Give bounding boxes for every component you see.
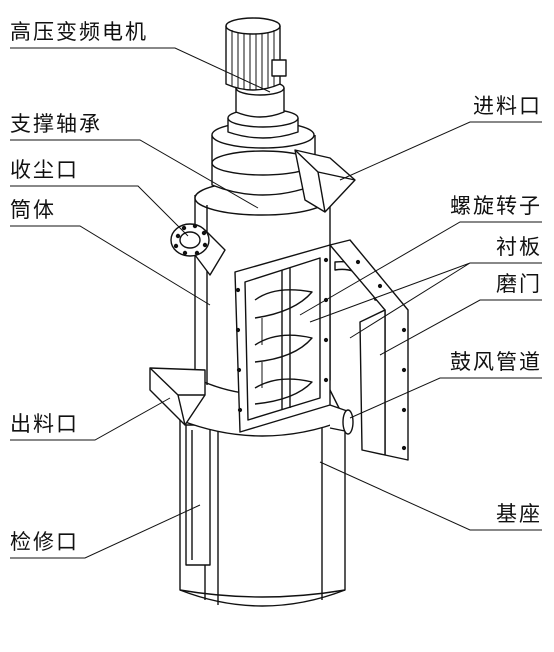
leader-inspection-port xyxy=(10,504,201,559)
label-blower-duct: 鼓风管道 xyxy=(450,350,542,374)
label-mill-door: 磨门 xyxy=(496,272,542,296)
inspection-port-drawing xyxy=(185,424,211,566)
leader-liner xyxy=(309,262,542,339)
inlet-drawing xyxy=(294,149,356,213)
label-cylinder: 筒体 xyxy=(10,198,56,222)
leader-cylinder xyxy=(10,225,211,306)
outlet-drawing xyxy=(149,367,206,426)
dust-port-drawing xyxy=(170,223,226,276)
label-liner: 衬板 xyxy=(496,235,542,259)
label-motor: 高压变频电机 xyxy=(10,20,148,44)
leader-inlet xyxy=(339,121,542,181)
leader-lines xyxy=(10,47,542,559)
leader-bearing xyxy=(10,139,259,209)
mill-door-drawing xyxy=(329,239,409,461)
leader-dust-port xyxy=(10,185,189,237)
leader-outlet xyxy=(10,397,171,441)
label-dust-port: 收尘口 xyxy=(10,158,79,182)
spiral-rotor-drawing xyxy=(254,268,313,410)
leader-base xyxy=(319,461,542,531)
label-outlet: 出料口 xyxy=(10,412,79,436)
label-inspection-port: 检修口 xyxy=(10,530,79,554)
label-spiral-rotor: 螺旋转子 xyxy=(450,194,542,218)
leader-spiral-rotor xyxy=(299,221,542,316)
base-drawing xyxy=(179,419,346,607)
label-inlet: 进料口 xyxy=(473,94,542,118)
label-base: 基座 xyxy=(496,502,542,526)
leader-blower-duct xyxy=(349,377,542,419)
label-bearing: 支撑轴承 xyxy=(10,112,102,136)
leader-mill-door xyxy=(379,299,542,356)
blower-duct-drawing xyxy=(329,404,354,435)
motor-drawing xyxy=(225,17,287,118)
leader-motor xyxy=(10,47,271,93)
